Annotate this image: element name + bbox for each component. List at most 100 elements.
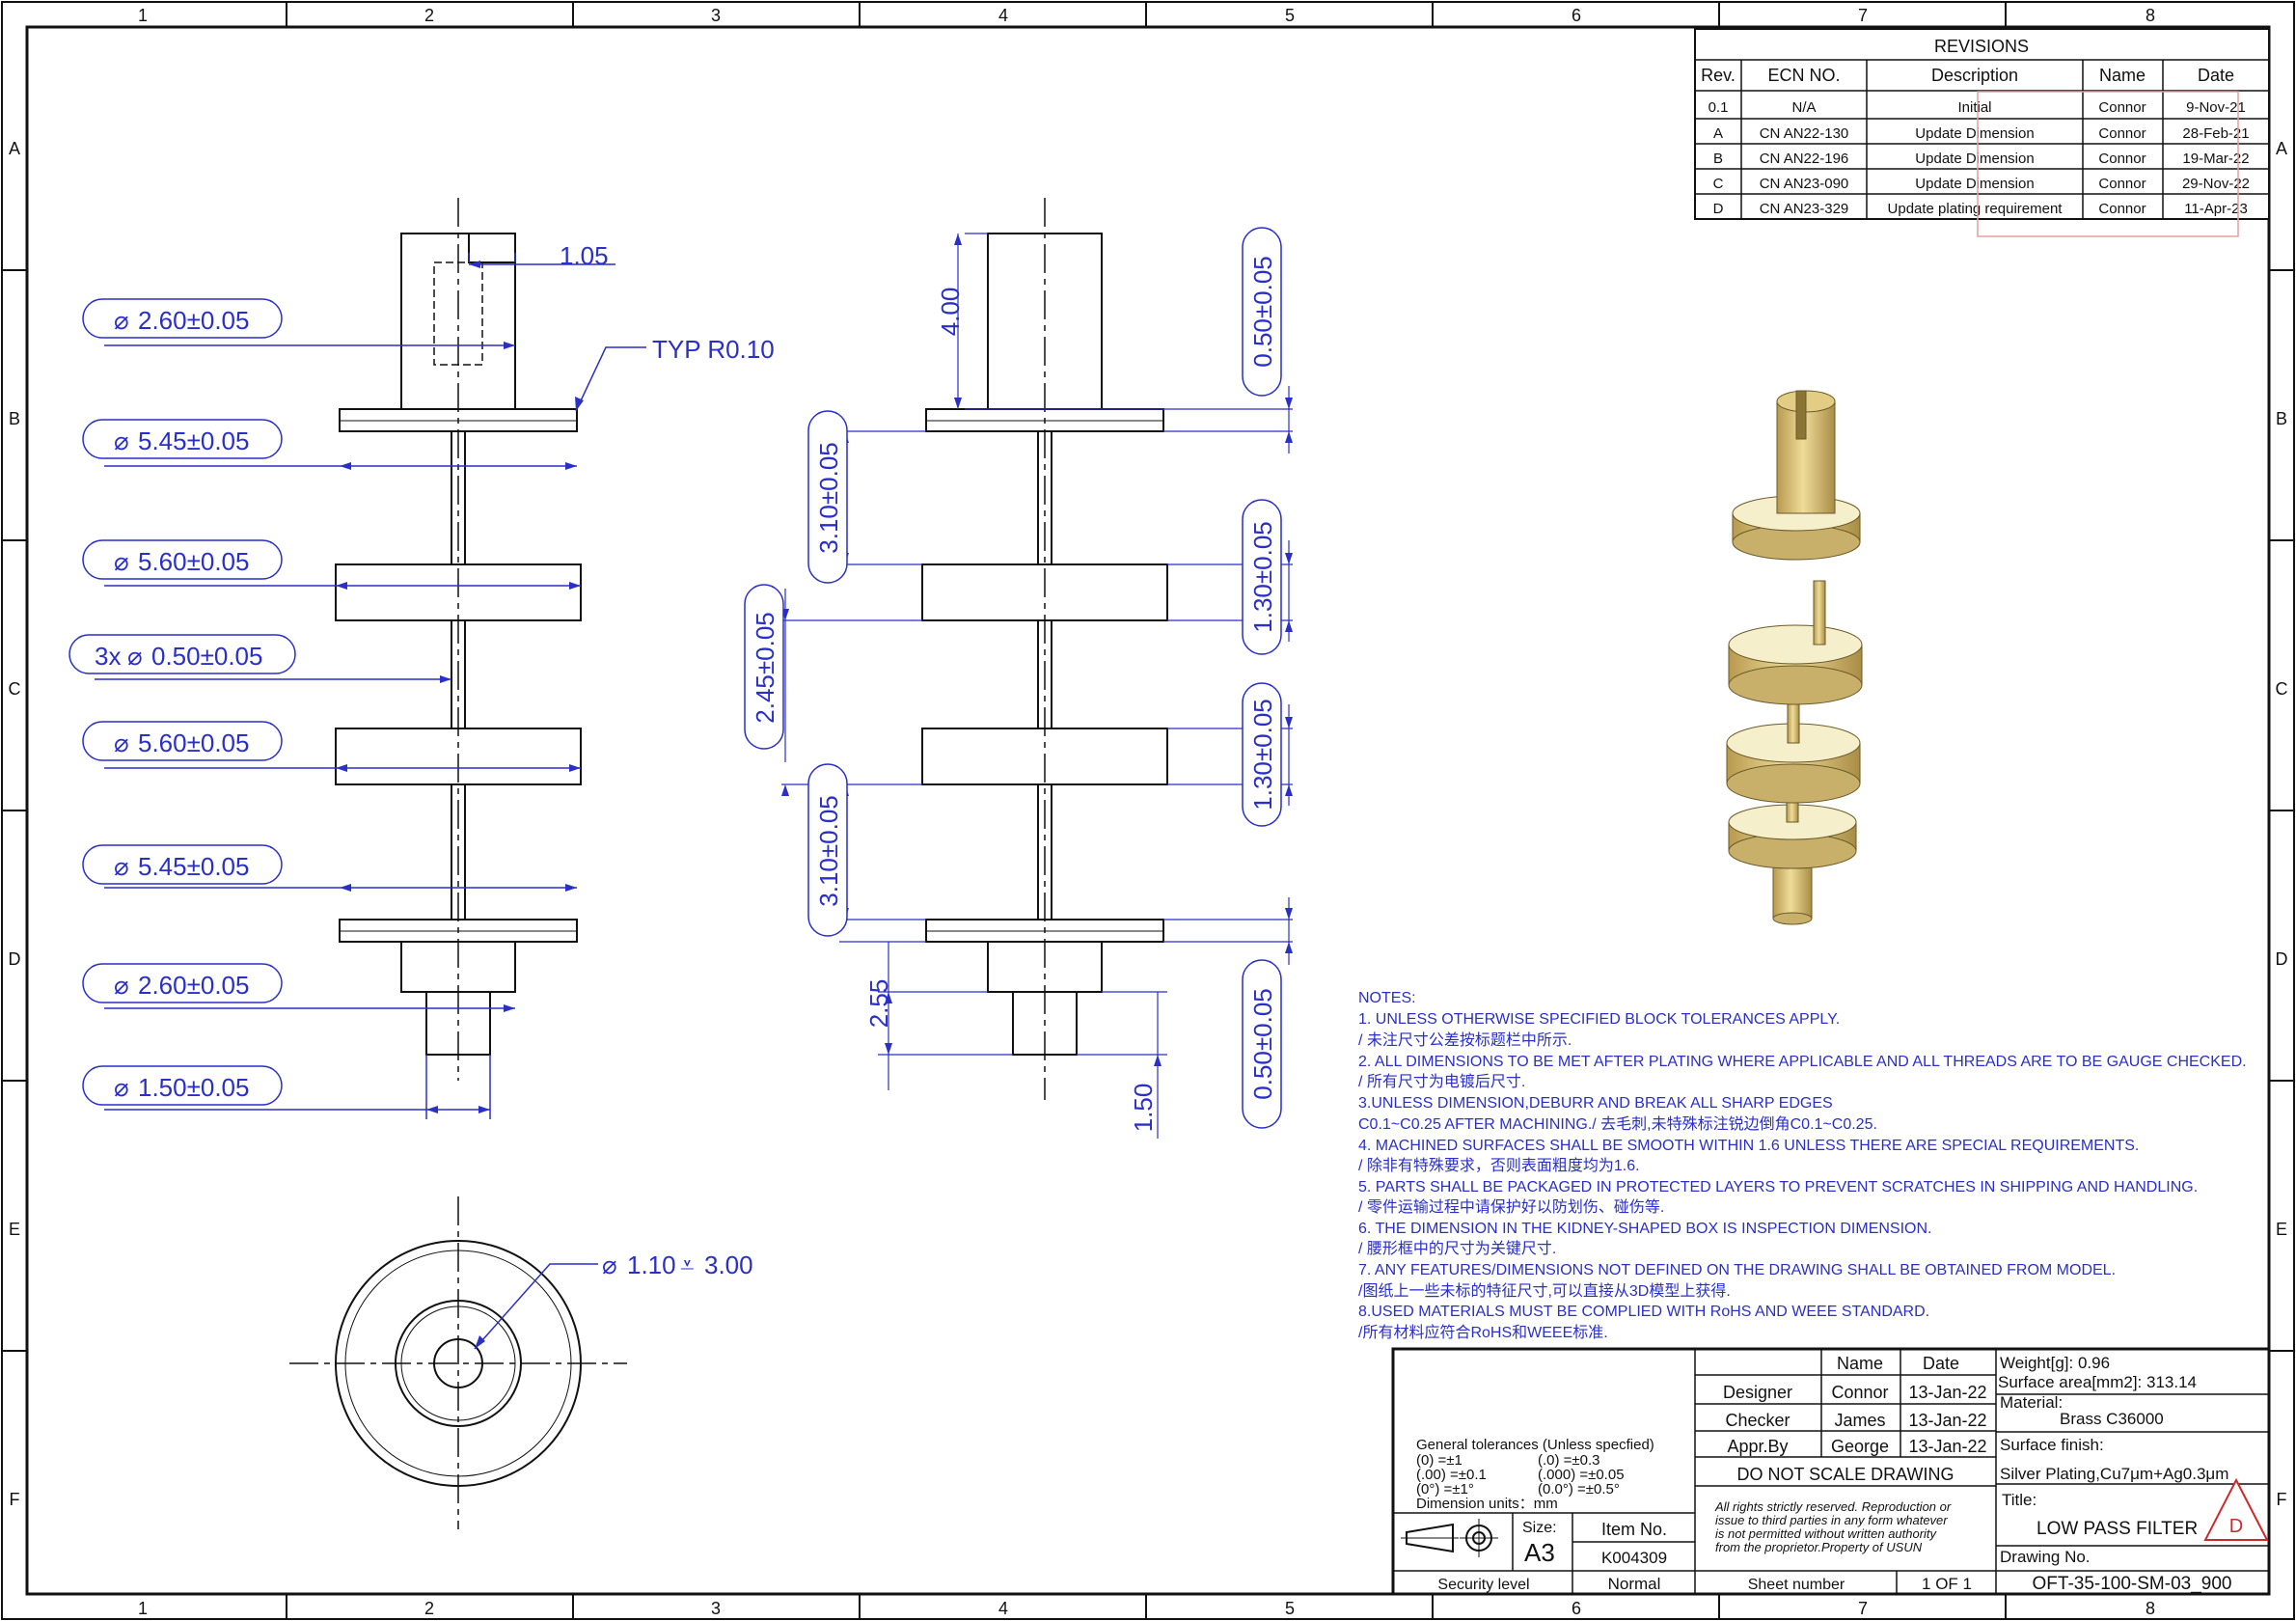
tb-weight: Weight[g]: 0.96 [2000,1354,2110,1372]
dim-slot-width: 1.05 [560,241,609,270]
dim-top-length: 4.00 [936,288,965,337]
depth-symbol: ⩡ [680,1250,695,1279]
tb-surface-area: Surface area[mm2]: 313.14 [1998,1373,2197,1391]
col-label-bottom: 8 [2146,1599,2155,1618]
note-line: 4. MACHINED SURFACES SHALL BE SMOOTH WIT… [1358,1138,2139,1154]
tb-sheet-value: 1 OF 1 [1922,1575,1972,1593]
note-line: 3.UNLESS DIMENSION,DEBURR AND BREAK ALL … [1358,1095,1833,1112]
notes-block: NOTES: 1. UNLESS OTHERWISE SPECIFIED BLO… [1358,990,2247,1341]
dim-dia-bottom-stem: 2.60±0.05 [138,971,249,1000]
revision-cell: A [1713,125,1723,142]
tb-title-value: LOW PASS FILTER [2036,1519,2198,1539]
revision-cell: CN AN23-090 [1760,176,1849,192]
col-label-bottom: 7 [1858,1599,1868,1618]
row-label-right: D [2276,949,2288,969]
dim-hole-depth: 3.00 [704,1250,753,1279]
tb-tolerance-row: (.000) =±0.05 [1538,1467,1625,1483]
revisions-header: ECN NO. [1767,66,1840,85]
col-label-top: 2 [424,6,434,25]
tb-tolerance-row: (.0) =±0.3 [1538,1452,1600,1469]
revisions-header: Description [1931,66,2018,85]
revisions-title: REVISIONS [1934,37,2029,56]
revision-cell: Connor [2098,151,2146,167]
dim-top-flange-thickness: 0.50±0.05 [1248,256,1277,367]
revision-cell: D [1713,201,1724,217]
tb-security-value: Normal [1608,1575,1661,1593]
col-label-top: 8 [2146,6,2155,25]
dim-bottom-flange-thickness: 0.50±0.05 [1248,988,1277,1099]
row-label-left: C [9,679,21,699]
col-label-bottom: 4 [998,1599,1008,1618]
dim-spacing-lower: 3.10±0.05 [814,795,843,906]
col-label-top: 7 [1858,6,1868,25]
tb-dont-scale: DO NOT SCALE DRAWING [1736,1465,1954,1484]
note-line: 6. THE DIMENSION IN THE KIDNEY-SHAPED BO… [1358,1221,1931,1237]
tb-person-date: 13-Jan-22 [1908,1411,1986,1430]
dia-symbol: ⌀ [114,852,129,881]
revision-cell: Connor [2098,176,2146,192]
tb-person-name: James [1834,1411,1885,1430]
revision-cell: Update plating requirement [1888,201,2064,217]
revision-cell: Update Dimension [1915,151,2034,167]
tb-item-label: Item No. [1601,1520,1667,1539]
tb-head-name: Name [1837,1354,1883,1373]
tb-tolerance-row: (.00) =±0.1 [1416,1467,1487,1483]
dim-dia-bottom-flange: 5.45±0.05 [138,852,249,881]
row-label-right: C [2276,679,2288,699]
tb-finish-label: Surface finish: [2000,1436,2104,1454]
tb-role: Checker [1725,1411,1790,1430]
dim-disk-gap: 2.45±0.05 [751,612,779,723]
dim-disk-2-thickness: 1.30±0.05 [1248,699,1277,810]
dia-symbol: ⌀ [114,728,129,757]
revision-cell: 28-Feb-21 [2182,125,2249,142]
revision-cell: CN AN22-196 [1760,151,1849,167]
dia-symbol: ⌀ [602,1250,617,1279]
revision-cell: 29-Nov-22 [2182,176,2250,192]
note-line: / 零件运输过程中请保护好以防划伤、碰伤等. [1358,1198,1664,1216]
row-label-left: F [10,1490,20,1509]
tb-size-label: Size: [1522,1520,1557,1536]
tb-copyright-line: from the proprietor.Property of USUN [1715,1540,1923,1554]
dim-bottom-stem-length: 2.55 [864,979,893,1029]
note-line: / 除非有特殊要求，否则表面粗度均为1.6. [1358,1157,1640,1174]
dia-symbol: ⌀ [114,426,129,455]
revision-cell: CN AN22-130 [1760,125,1849,142]
tb-copyright-line: is not permitted without written authori… [1715,1526,1938,1541]
dim-dia-top-flange: 5.45±0.05 [138,426,249,455]
dim-tip-length: 1.50 [1129,1084,1158,1133]
dim-pin-qty: 3x [95,642,121,671]
tb-role: Appr.By [1727,1437,1788,1456]
tb-role: Designer [1723,1383,1792,1402]
dim-dia-tip: 1.50±0.05 [138,1073,249,1102]
col-label-top: 6 [1572,6,1581,25]
row-label-left: D [9,949,21,969]
tb-tolerance-row: (0°) =±1° [1416,1481,1474,1497]
tb-tolerance-row: (0.0°) =±0.5° [1538,1481,1620,1497]
col-label-top: 5 [1285,6,1295,25]
col-label-bottom: 3 [711,1599,721,1618]
note-line: /图纸上一些未标的特征尺寸,可以直接从3D模型上获得. [1358,1282,1731,1300]
dim-dia-disk-2: 5.60±0.05 [138,728,249,757]
tb-title-label: Title: [2002,1491,2036,1509]
revision-cell: N/A [1791,99,1816,116]
note-line: 2. ALL DIMENSIONS TO BE MET AFTER PLATIN… [1358,1054,2247,1070]
row-label-left: B [9,409,20,428]
revision-cell: 9-Nov-21 [2186,99,2246,116]
radius-note: TYP R0.10 [652,335,775,364]
tb-drawing-label: Drawing No. [2000,1548,2091,1566]
dim-disk-1-thickness: 1.30±0.05 [1248,521,1277,632]
dim-dia-pin: 0.50±0.05 [151,642,262,671]
tb-tolerance-row: (0) =±1 [1416,1452,1462,1469]
note-line: / 腰形框中的尺寸为关键尺寸. [1358,1240,1556,1257]
note-line: / 所有尺寸为电镀后尺寸. [1358,1073,1525,1090]
revision-cell: Initial [1957,99,1991,116]
col-label-top: 1 [138,6,148,25]
tb-item-value: K004309 [1601,1549,1667,1567]
tb-material-label: Material: [2000,1393,2063,1412]
tb-finish-value: Silver Plating,Cu7μm+Ag0.3μm [2000,1465,2228,1483]
dia-symbol: ⌀ [127,642,143,671]
revision-cell: Connor [2098,125,2146,142]
row-label-right: A [2276,139,2287,158]
dia-symbol: ⌀ [114,1073,129,1102]
tb-size-value: A3 [1524,1538,1555,1567]
